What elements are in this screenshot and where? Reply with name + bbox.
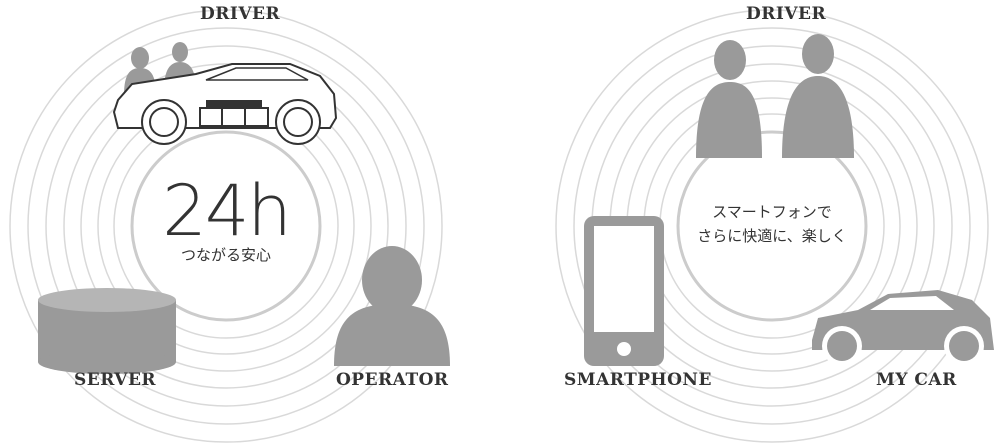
server-label: SERVER <box>74 370 157 390</box>
left-diagram: DRIVER SERVER OPERATOR 24h つながる安心 <box>9 4 450 443</box>
center-ring <box>676 130 868 322</box>
driver-label: DRIVER <box>200 4 281 24</box>
driver-people-icon <box>696 34 854 158</box>
right-rings <box>555 9 994 443</box>
left-rings <box>9 9 450 443</box>
smartphone-label: SMARTPHONE <box>564 370 712 390</box>
message-line-1: スマートフォンで <box>712 203 832 221</box>
server-cylinder-icon <box>38 288 176 374</box>
right-diagram: DRIVER SMARTPHONE MY CAR スマートフォンで さらに快適に… <box>498 0 996 443</box>
driver-label: DRIVER <box>746 4 827 24</box>
suv-car-icon <box>112 63 338 145</box>
tagline-text: つながる安心 <box>180 246 271 264</box>
center-ring <box>130 130 322 322</box>
center-message: スマートフォンで さらに快適に、楽しく <box>692 200 852 248</box>
message-line-2: さらに快適に、楽しく <box>697 227 847 245</box>
operator-headset-icon <box>334 246 450 366</box>
hours-text: 24h <box>162 170 291 252</box>
my-car-label: MY CAR <box>876 370 957 390</box>
operator-label: OPERATOR <box>336 370 449 390</box>
center-message: 24h つながる安心 <box>156 176 296 266</box>
battery-icon <box>199 100 269 127</box>
car-icon <box>812 290 994 366</box>
smartphone-icon <box>584 216 664 366</box>
